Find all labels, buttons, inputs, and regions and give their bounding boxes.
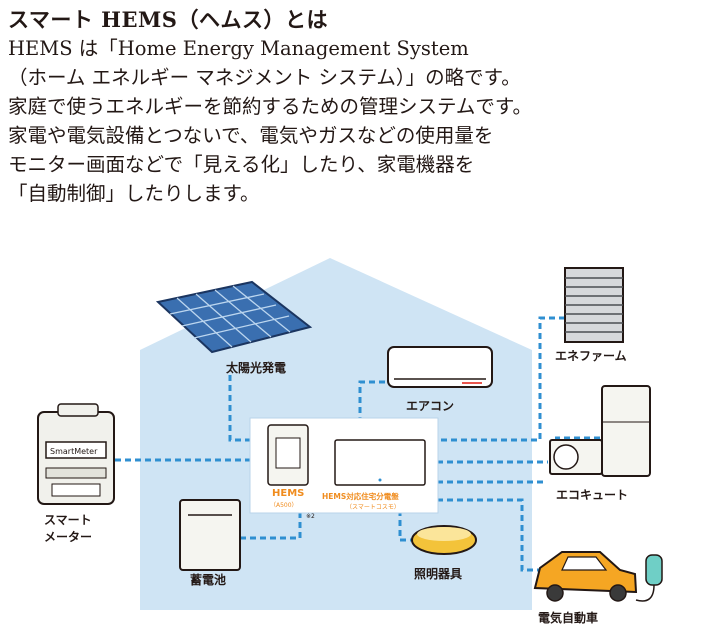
enefarm-icon: [564, 267, 624, 343]
smart-meter-icon: SmartMeter: [37, 403, 115, 505]
solar-label: 太陽光発電: [226, 360, 286, 375]
battery-icon: [179, 499, 241, 571]
lighting-icon: [411, 525, 477, 555]
ev-car-icon: [533, 551, 638, 602]
ev-label: 電気自動車: [538, 610, 598, 625]
description-line: HEMS は「Home Energy Management System: [8, 37, 469, 60]
enefarm-label: エネファーム: [555, 349, 627, 363]
hems-label: HEMS: [272, 488, 304, 499]
page-title: スマート HEMS（ヘムス）とは: [8, 7, 328, 32]
hems-device-icon: [267, 424, 309, 486]
description-line: （ホーム エネルギー マネジメント システム）」の略です。: [8, 66, 521, 89]
solar-panel-icon: [155, 280, 313, 354]
line-ev: [437, 498, 540, 572]
battery-label: 蓄電池: [190, 572, 226, 587]
line-lighting: [398, 510, 415, 542]
meter-face-label: SmartMeter: [50, 447, 98, 456]
lighting-label: 照明器具: [414, 566, 462, 581]
hems-sub-label: （A500）: [270, 502, 298, 509]
ev-charger-icon: [635, 554, 663, 602]
panel-label: HEMS対応住宅分電盤: [322, 491, 399, 501]
smart-meter-label-line1: スマート: [44, 513, 92, 527]
description-line: 「自動制御」したりします。: [8, 182, 260, 205]
ecocute-label: エコキュート: [556, 488, 628, 502]
connection-lines: [115, 316, 600, 572]
line-enefarm: [437, 316, 565, 442]
line-battery: [240, 510, 302, 540]
description-line: 家電や電気設備とつないで、電気やガスなどの使用量を: [8, 124, 494, 147]
hems-note: ※2: [306, 513, 315, 520]
aircon-icon: [387, 346, 493, 388]
hems-diagram: 太陽光発電 エアコン SmartMeter スマート メーター HEMS （A5…: [37, 258, 663, 625]
distribution-panel-icon: [334, 439, 426, 486]
line-solar: [228, 375, 250, 442]
description: HEMS は「Home Energy Management System （ホー…: [8, 34, 532, 208]
description-line: モニター画面などで「見える化」したり、家電機器を: [8, 153, 475, 176]
smart-meter-label-line2: メーター: [44, 530, 92, 544]
description-line: 家庭で使うエネルギーを節約するための管理システムです。: [8, 95, 532, 118]
ecocute-icon: [549, 385, 651, 477]
aircon-label: エアコン: [406, 399, 454, 413]
line-aircon: [358, 380, 385, 420]
panel-sub-label: （スマートコスモ）: [346, 504, 400, 511]
